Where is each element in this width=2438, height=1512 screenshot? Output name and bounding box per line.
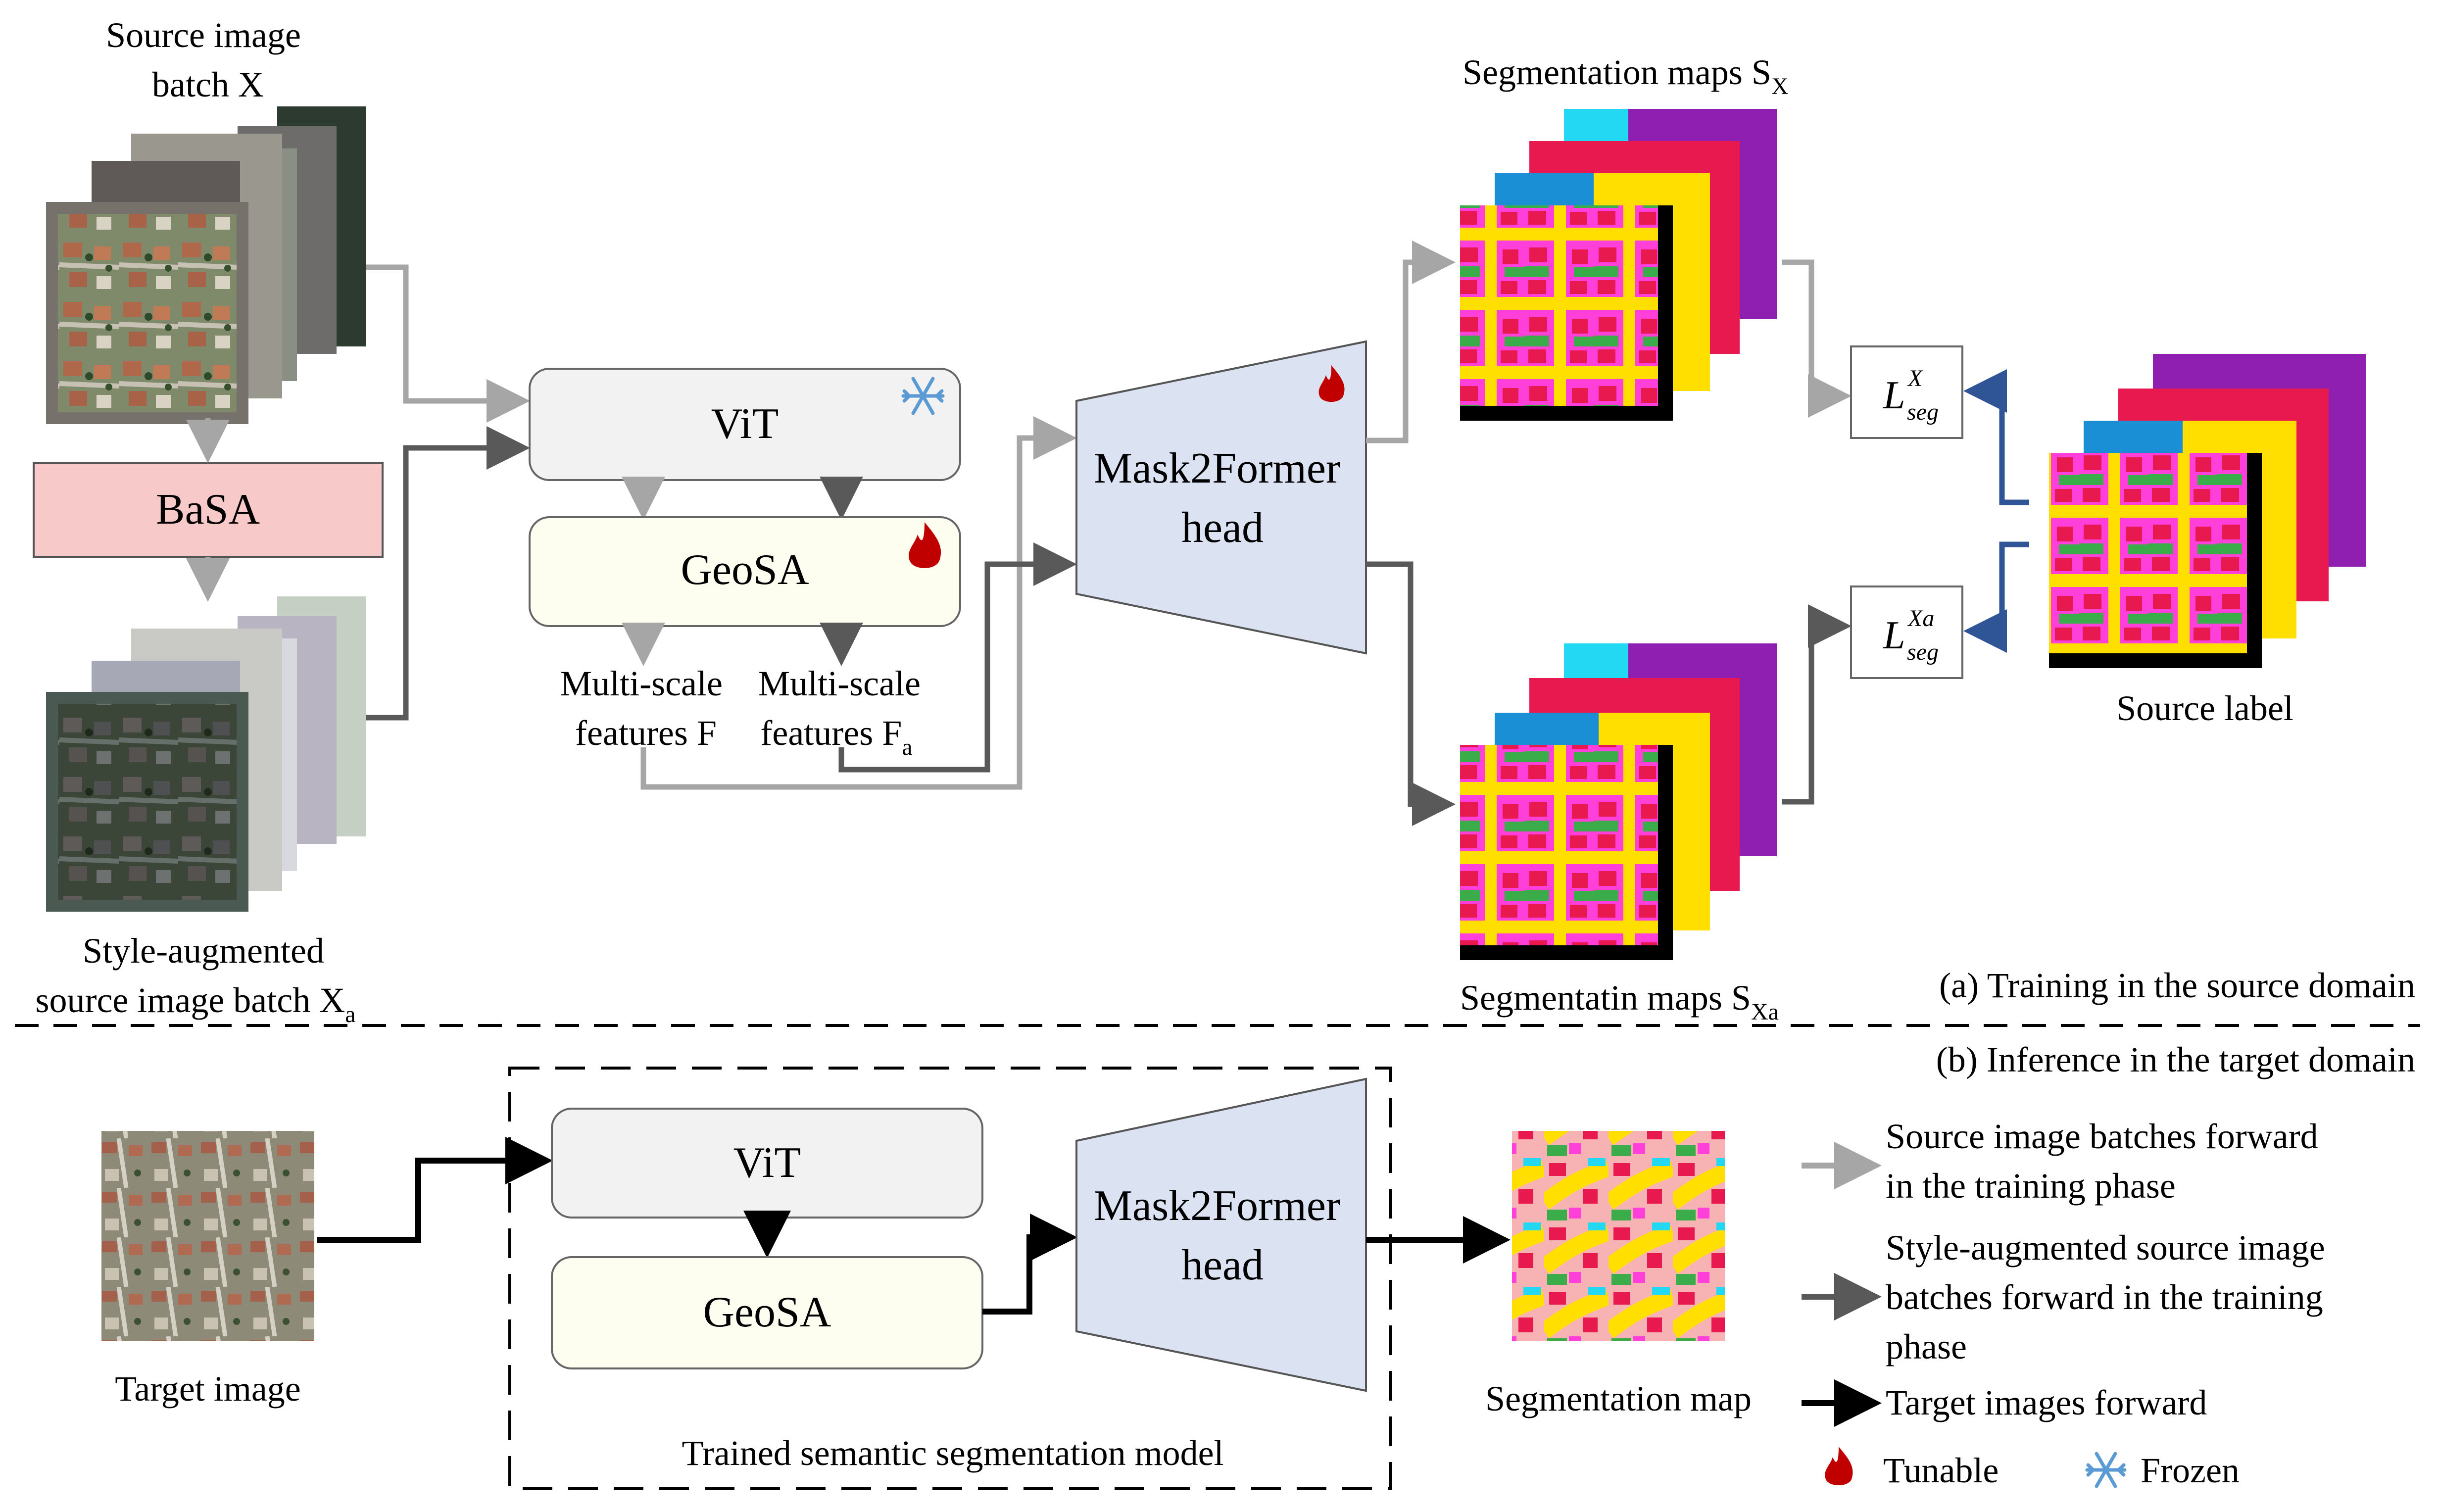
- target-image-label: Target image: [115, 1369, 300, 1409]
- trained-model-frame: [508, 1067, 1392, 1490]
- source-image-batch: [46, 106, 366, 424]
- vit-block-top: ViT: [529, 368, 961, 481]
- legend-black-text: Target images forward: [1886, 1383, 2207, 1422]
- features-f-line2: features F: [575, 713, 717, 753]
- seg-maps-sx-label: Segmentation maps SX: [1463, 52, 1789, 99]
- features-fa-label: Multi-scale features Fa: [758, 664, 929, 760]
- augmented-image-batch: [46, 596, 366, 912]
- mask2former-head-bottom: Mask2Former head: [1075, 1077, 1367, 1392]
- augmented-batch-label: Style-augmented source image batch Xa: [35, 931, 355, 1027]
- seg-maps-sx-text: Segmentation maps S: [1463, 52, 1771, 92]
- snowflake-icon: [901, 377, 945, 415]
- segmentation-map-label: Segmentation map: [1485, 1379, 1752, 1418]
- loss-x-subscript: seg: [1907, 399, 1939, 425]
- legend-dark-line1: Style-augmented source image: [1886, 1228, 2325, 1268]
- loss-x-box: L X seg: [1850, 345, 1963, 439]
- features-fa-line2: features F: [760, 713, 902, 753]
- geosa-label-top: GeoSA: [681, 546, 809, 594]
- source-batch-label-line1: Source image: [106, 15, 301, 55]
- basa-block: BaSA: [33, 462, 384, 558]
- legend-dark-text: Style-augmented source image batches for…: [1886, 1228, 2334, 1366]
- features-fa-sub: a: [902, 734, 912, 760]
- arrow-source-to-vit: [366, 264, 530, 423]
- loss-xa-box: L Xa seg: [1850, 585, 1963, 679]
- source-batch-label: Source image batch X: [106, 15, 310, 104]
- head-label-bottom-line1: Mask2Former: [1094, 1182, 1341, 1230]
- loss-x-superscript: X: [1907, 365, 1923, 391]
- loss-x-symbol: L: [1883, 374, 1905, 417]
- legend: Source image batches forward in the trai…: [1802, 1117, 2334, 1490]
- legend-dark-line2: batches forward in the training: [1886, 1277, 2323, 1317]
- basa-label: BaSA: [156, 486, 260, 534]
- arrow-augmented-to-vit: [366, 426, 530, 721]
- flame-icon: [1825, 1447, 1853, 1485]
- seg-maps-sxa-sub: Xa: [1751, 999, 1779, 1025]
- flame-icon: [908, 522, 941, 568]
- features-fa-line1: Multi-scale: [758, 664, 921, 703]
- trained-model-label: Trained semantic segmentation model: [682, 1433, 1223, 1473]
- arrow-label-to-loss-x: [1963, 369, 2029, 505]
- seg-maps-sx-sub: X: [1771, 73, 1789, 99]
- arrow-head-to-segx: [1366, 241, 1456, 443]
- vit-block-bottom: ViT: [551, 1108, 983, 1219]
- augmented-label-line1: Style-augmented: [83, 931, 324, 971]
- section-a-label: (a) Training in the source domain: [1939, 966, 2415, 1005]
- seg-maps-sxa-label: Segmentatin maps SXa: [1460, 978, 1779, 1025]
- legend-tunable-text: Tunable: [1883, 1451, 1999, 1490]
- source-batch-label-line2: batch X: [152, 65, 264, 104]
- output-segmentation-map: [1512, 1131, 1725, 1341]
- source-label-stack: [2049, 354, 2366, 668]
- head-label-top: Mask2Former head: [1094, 444, 1352, 552]
- snowflake-icon: [2085, 1452, 2127, 1488]
- head-label-top-line2: head: [1181, 504, 1264, 552]
- seg-maps-sxa-text: Segmentatin maps S: [1460, 978, 1751, 1018]
- segmentation-maps-sx: [1460, 109, 1777, 421]
- geosa-block-top: GeoSA: [529, 516, 961, 627]
- geosa-label-bottom: GeoSA: [703, 1288, 831, 1336]
- arrow-features-to-head-dark: [838, 542, 1077, 773]
- section-b-label: (b) Inference in the target domain: [1936, 1040, 2415, 1079]
- head-label-bottom-line2: head: [1181, 1241, 1264, 1289]
- arrow-segx-to-loss: [1782, 259, 1852, 418]
- geosa-block-bottom: GeoSA: [551, 1256, 983, 1369]
- arrow-target-to-vit: [317, 1137, 553, 1243]
- loss-xa-subscript: seg: [1907, 639, 1939, 665]
- arrow-features-to-head-light: [640, 416, 1077, 790]
- head-label-bottom: Mask2Former head: [1094, 1182, 1352, 1289]
- arrow-segxa-to-loss: [1782, 604, 1852, 805]
- target-image: [101, 1131, 314, 1341]
- vit-label-top: ViT: [711, 400, 779, 448]
- loss-xa-symbol: L: [1883, 614, 1905, 657]
- legend-light-line1: Source image batches forward: [1886, 1117, 2318, 1156]
- flame-icon: [1318, 365, 1345, 402]
- legend-frozen-text: Frozen: [2141, 1451, 2240, 1490]
- arrow-head-to-segxa: [1366, 561, 1456, 826]
- arrow-label-to-loss-xa: [1963, 541, 2029, 653]
- loss-xa-superscript: Xa: [1907, 605, 1934, 632]
- source-label-text: Source label: [2116, 688, 2293, 728]
- arrow-geosa-to-head-bottom: [982, 1214, 1077, 1315]
- head-label-top-line1: Mask2Former: [1094, 444, 1341, 492]
- augmented-label-sub: a: [345, 1001, 355, 1027]
- legend-dark-line3: phase: [1886, 1327, 1967, 1366]
- features-f-label: Multi-scale features F: [560, 664, 731, 753]
- vit-label-bottom: ViT: [733, 1139, 801, 1187]
- legend-light-text: Source image batches forward in the trai…: [1886, 1117, 2327, 1206]
- features-f-line1: Multi-scale: [560, 664, 723, 703]
- mask2former-head-top: Mask2Former head: [1075, 340, 1367, 655]
- segmentation-maps-sxa: [1460, 643, 1777, 960]
- augmented-label-line2: source image batch X: [35, 980, 345, 1020]
- legend-light-line2: in the training phase: [1886, 1166, 2176, 1206]
